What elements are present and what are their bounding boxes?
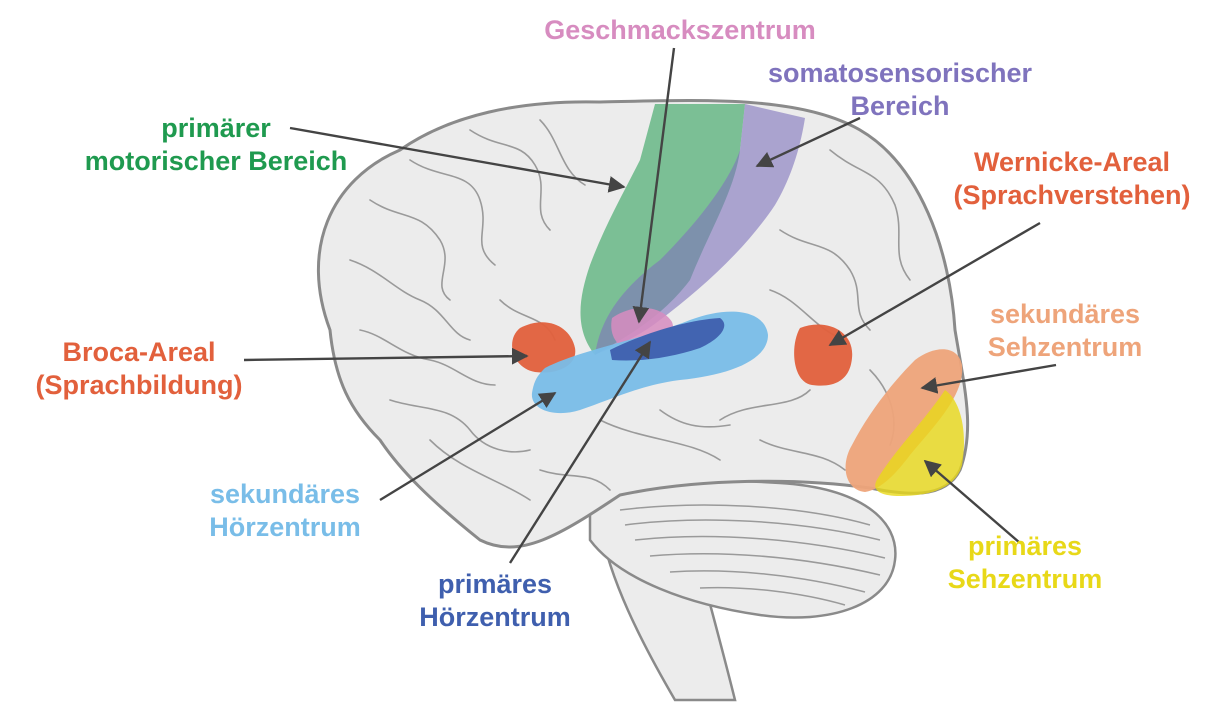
label-primary-auditory: primäres Hörzentrum <box>395 568 595 634</box>
label-somatosensory-line1: somatosensorischer <box>730 57 1070 90</box>
label-primary-visual: primäres Sehzentrum <box>920 530 1130 596</box>
label-primary-visual-line2: Sehzentrum <box>920 563 1130 596</box>
label-broca-line2: (Sprachbildung) <box>4 369 274 402</box>
label-primary-motor-line1: primärer <box>46 112 386 145</box>
label-primary-visual-line1: primäres <box>920 530 1130 563</box>
label-secondary-auditory-line1: sekundäres <box>180 478 390 511</box>
label-wernicke-line2: (Sprachverstehen) <box>922 179 1222 212</box>
label-primary-motor: primärer motorischer Bereich <box>46 112 386 178</box>
label-wernicke-line1: Wernicke-Areal <box>922 146 1222 179</box>
label-wernicke: Wernicke-Areal (Sprachverstehen) <box>922 146 1222 212</box>
region-wernicke <box>794 325 852 386</box>
label-primary-auditory-line1: primäres <box>395 568 595 601</box>
label-secondary-auditory-line2: Hörzentrum <box>180 511 390 544</box>
label-secondary-auditory: sekundäres Hörzentrum <box>180 478 390 544</box>
label-somatosensory: somatosensorischer Bereich <box>730 57 1070 123</box>
label-primary-motor-line2: motorischer Bereich <box>46 145 386 178</box>
label-secondary-visual: sekundäres Sehzentrum <box>950 298 1180 364</box>
label-primary-auditory-line2: Hörzentrum <box>395 601 595 634</box>
label-taste-line1: Geschmackszentrum <box>510 14 850 47</box>
label-broca: Broca-Areal (Sprachbildung) <box>4 336 274 402</box>
label-taste-center: Geschmackszentrum <box>510 14 850 47</box>
label-secondary-visual-line2: Sehzentrum <box>950 331 1180 364</box>
label-somatosensory-line2: Bereich <box>730 90 1070 123</box>
label-broca-line1: Broca-Areal <box>4 336 274 369</box>
label-secondary-visual-line1: sekundäres <box>950 298 1180 331</box>
